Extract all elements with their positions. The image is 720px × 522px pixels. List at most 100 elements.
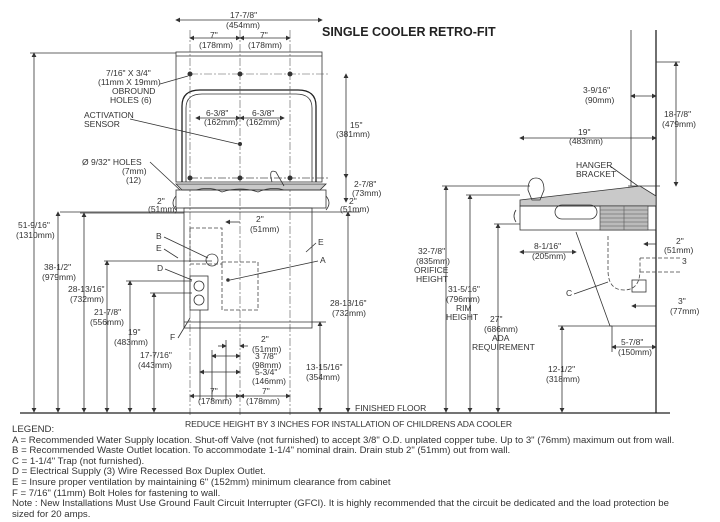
svg-text:3: 3: [682, 256, 687, 266]
svg-text:(835mm): (835mm): [416, 256, 450, 266]
svg-text:32-7/8": 32-7/8": [418, 246, 445, 256]
svg-text:BRACKET: BRACKET: [576, 169, 616, 179]
svg-text:7": 7": [210, 30, 218, 40]
svg-text:(732mm): (732mm): [332, 308, 366, 318]
svg-text:27": 27": [490, 314, 502, 324]
side-bubbler: [527, 177, 545, 201]
drawing-title: SINGLE COOLER RETRO-FIT: [322, 25, 496, 39]
legend-item-c: C = 1-1/4" Trap (not furnished).: [12, 455, 145, 467]
svg-text:(150mm): (150mm): [618, 347, 652, 357]
label-hanger-bracket: HANGER: [576, 160, 612, 170]
svg-text:28-13/16": 28-13/16": [330, 298, 367, 308]
svg-text:ADA: ADA: [492, 333, 510, 343]
reduce-height-note: REDUCE HEIGHT BY 3 INCHES FOR INSTALLATI…: [185, 419, 513, 429]
svg-text:2": 2": [261, 334, 269, 344]
svg-text:(51mm): (51mm): [340, 204, 369, 214]
svg-text:RIM: RIM: [456, 303, 472, 313]
svg-text:13-15/16": 13-15/16": [306, 362, 343, 372]
waste-outlet: [205, 253, 219, 267]
supply-valve: [631, 279, 647, 293]
svg-text:(90mm): (90mm): [585, 95, 614, 105]
svg-text:SENSOR: SENSOR: [84, 119, 120, 129]
svg-text:(178mm): (178mm): [199, 40, 233, 50]
svg-text:(11mm X 19mm): (11mm X 19mm): [98, 77, 161, 87]
svg-text:18-7/8": 18-7/8": [664, 109, 691, 119]
svg-text:(1310mm): (1310mm): [16, 230, 55, 240]
supply-point: [226, 278, 230, 282]
label-e-left: E: [156, 243, 162, 253]
label-f: F: [170, 332, 175, 342]
svg-text:(686mm): (686mm): [484, 324, 518, 334]
svg-text:2": 2": [157, 196, 165, 206]
svg-text:(483mm): (483mm): [569, 136, 603, 146]
svg-text:21-7/8": 21-7/8": [94, 307, 121, 317]
svg-text:(205mm): (205mm): [532, 251, 566, 261]
side-view: 3-9/16" (90mm) 19" (483mm) 18-7/8" (479m…: [414, 30, 699, 413]
svg-text:19": 19": [128, 327, 140, 337]
svg-text:31-5/16": 31-5/16": [448, 284, 480, 294]
vent-grille: [599, 205, 649, 231]
label-b: B: [156, 231, 162, 241]
svg-text:(178mm): (178mm): [246, 396, 280, 406]
waste-box: [189, 227, 223, 265]
svg-text:3-9/16": 3-9/16": [583, 85, 610, 95]
cooler-body: [519, 205, 657, 231]
svg-text:6-3/8": 6-3/8": [252, 108, 274, 118]
svg-text:7": 7": [262, 386, 270, 396]
svg-text:(12): (12): [126, 175, 141, 185]
svg-text:(7mm): (7mm): [122, 166, 147, 176]
svg-text:6-3/8": 6-3/8": [206, 108, 228, 118]
legend-note: Note : New Installations Must Use Ground…: [12, 498, 669, 510]
label-c: C: [566, 288, 572, 298]
svg-text:Ø 9/32" HOLES: Ø 9/32" HOLES: [82, 157, 142, 167]
svg-text:(73mm): (73mm): [352, 188, 381, 198]
svg-text:(318mm): (318mm): [546, 374, 580, 384]
basin-apron: [175, 189, 327, 209]
svg-text:(51mm): (51mm): [664, 245, 693, 255]
svg-text:(381mm): (381mm): [336, 129, 370, 139]
legend-note-cont: sized for 20 amps.: [12, 508, 91, 520]
svg-text:19": 19": [578, 127, 590, 137]
cooler-top: [519, 185, 657, 207]
label-d: D: [157, 263, 163, 273]
label-activation-sensor: ACTIVATION: [84, 110, 134, 120]
mounting-holes: [187, 71, 293, 181]
svg-text:(796mm): (796mm): [446, 294, 480, 304]
svg-text:15": 15": [350, 120, 362, 130]
svg-text:ORIFICE: ORIFICE: [414, 265, 449, 275]
legend-item-b: B = Recommended Waste Outlet location. T…: [12, 445, 511, 457]
svg-text:HOLES (6): HOLES (6): [110, 95, 152, 105]
svg-text:(77mm): (77mm): [670, 306, 699, 316]
dim-overall-width: 17-7/8": [230, 10, 257, 20]
svg-text:17-7/16": 17-7/16": [140, 350, 172, 360]
svg-text:28-13/16": 28-13/16": [68, 284, 105, 294]
svg-text:2": 2": [256, 214, 264, 224]
cabinet: [183, 207, 313, 329]
svg-text:38-1/2": 38-1/2": [44, 262, 71, 272]
svg-text:51-9/16": 51-9/16": [18, 220, 50, 230]
svg-text:5-3/4": 5-3/4": [255, 367, 277, 377]
svg-text:(443mm): (443mm): [138, 360, 172, 370]
svg-text:5-7/8": 5-7/8": [621, 337, 643, 347]
svg-text:(354mm): (354mm): [306, 372, 340, 382]
svg-text:(51mm): (51mm): [148, 204, 177, 214]
legend-item-f: F = 7/16" (11mm) Bolt Holes for fastenin…: [12, 487, 221, 499]
bubbler-spout: [270, 170, 285, 187]
svg-text:(454mm): (454mm): [226, 20, 260, 30]
svg-text:(98mm): (98mm): [252, 360, 281, 370]
label-a: A: [320, 255, 326, 265]
svg-text:2": 2": [676, 236, 684, 246]
obround-window: [554, 204, 598, 220]
svg-text:(51mm): (51mm): [250, 224, 279, 234]
svg-text:12-1/2": 12-1/2": [548, 364, 575, 374]
wall-plate: [175, 51, 323, 183]
activation-sensor-dot: [238, 142, 242, 146]
svg-text:7": 7": [260, 30, 268, 40]
legend-heading: LEGEND:: [12, 424, 55, 435]
svg-text:HEIGHT: HEIGHT: [446, 312, 478, 322]
svg-text:(146mm): (146mm): [252, 376, 286, 386]
svg-text:(479mm): (479mm): [662, 119, 696, 129]
svg-text:3 7/8": 3 7/8": [255, 351, 277, 361]
legend-item-d: D = Electrical Supply (3) Wire Recessed …: [12, 466, 266, 478]
